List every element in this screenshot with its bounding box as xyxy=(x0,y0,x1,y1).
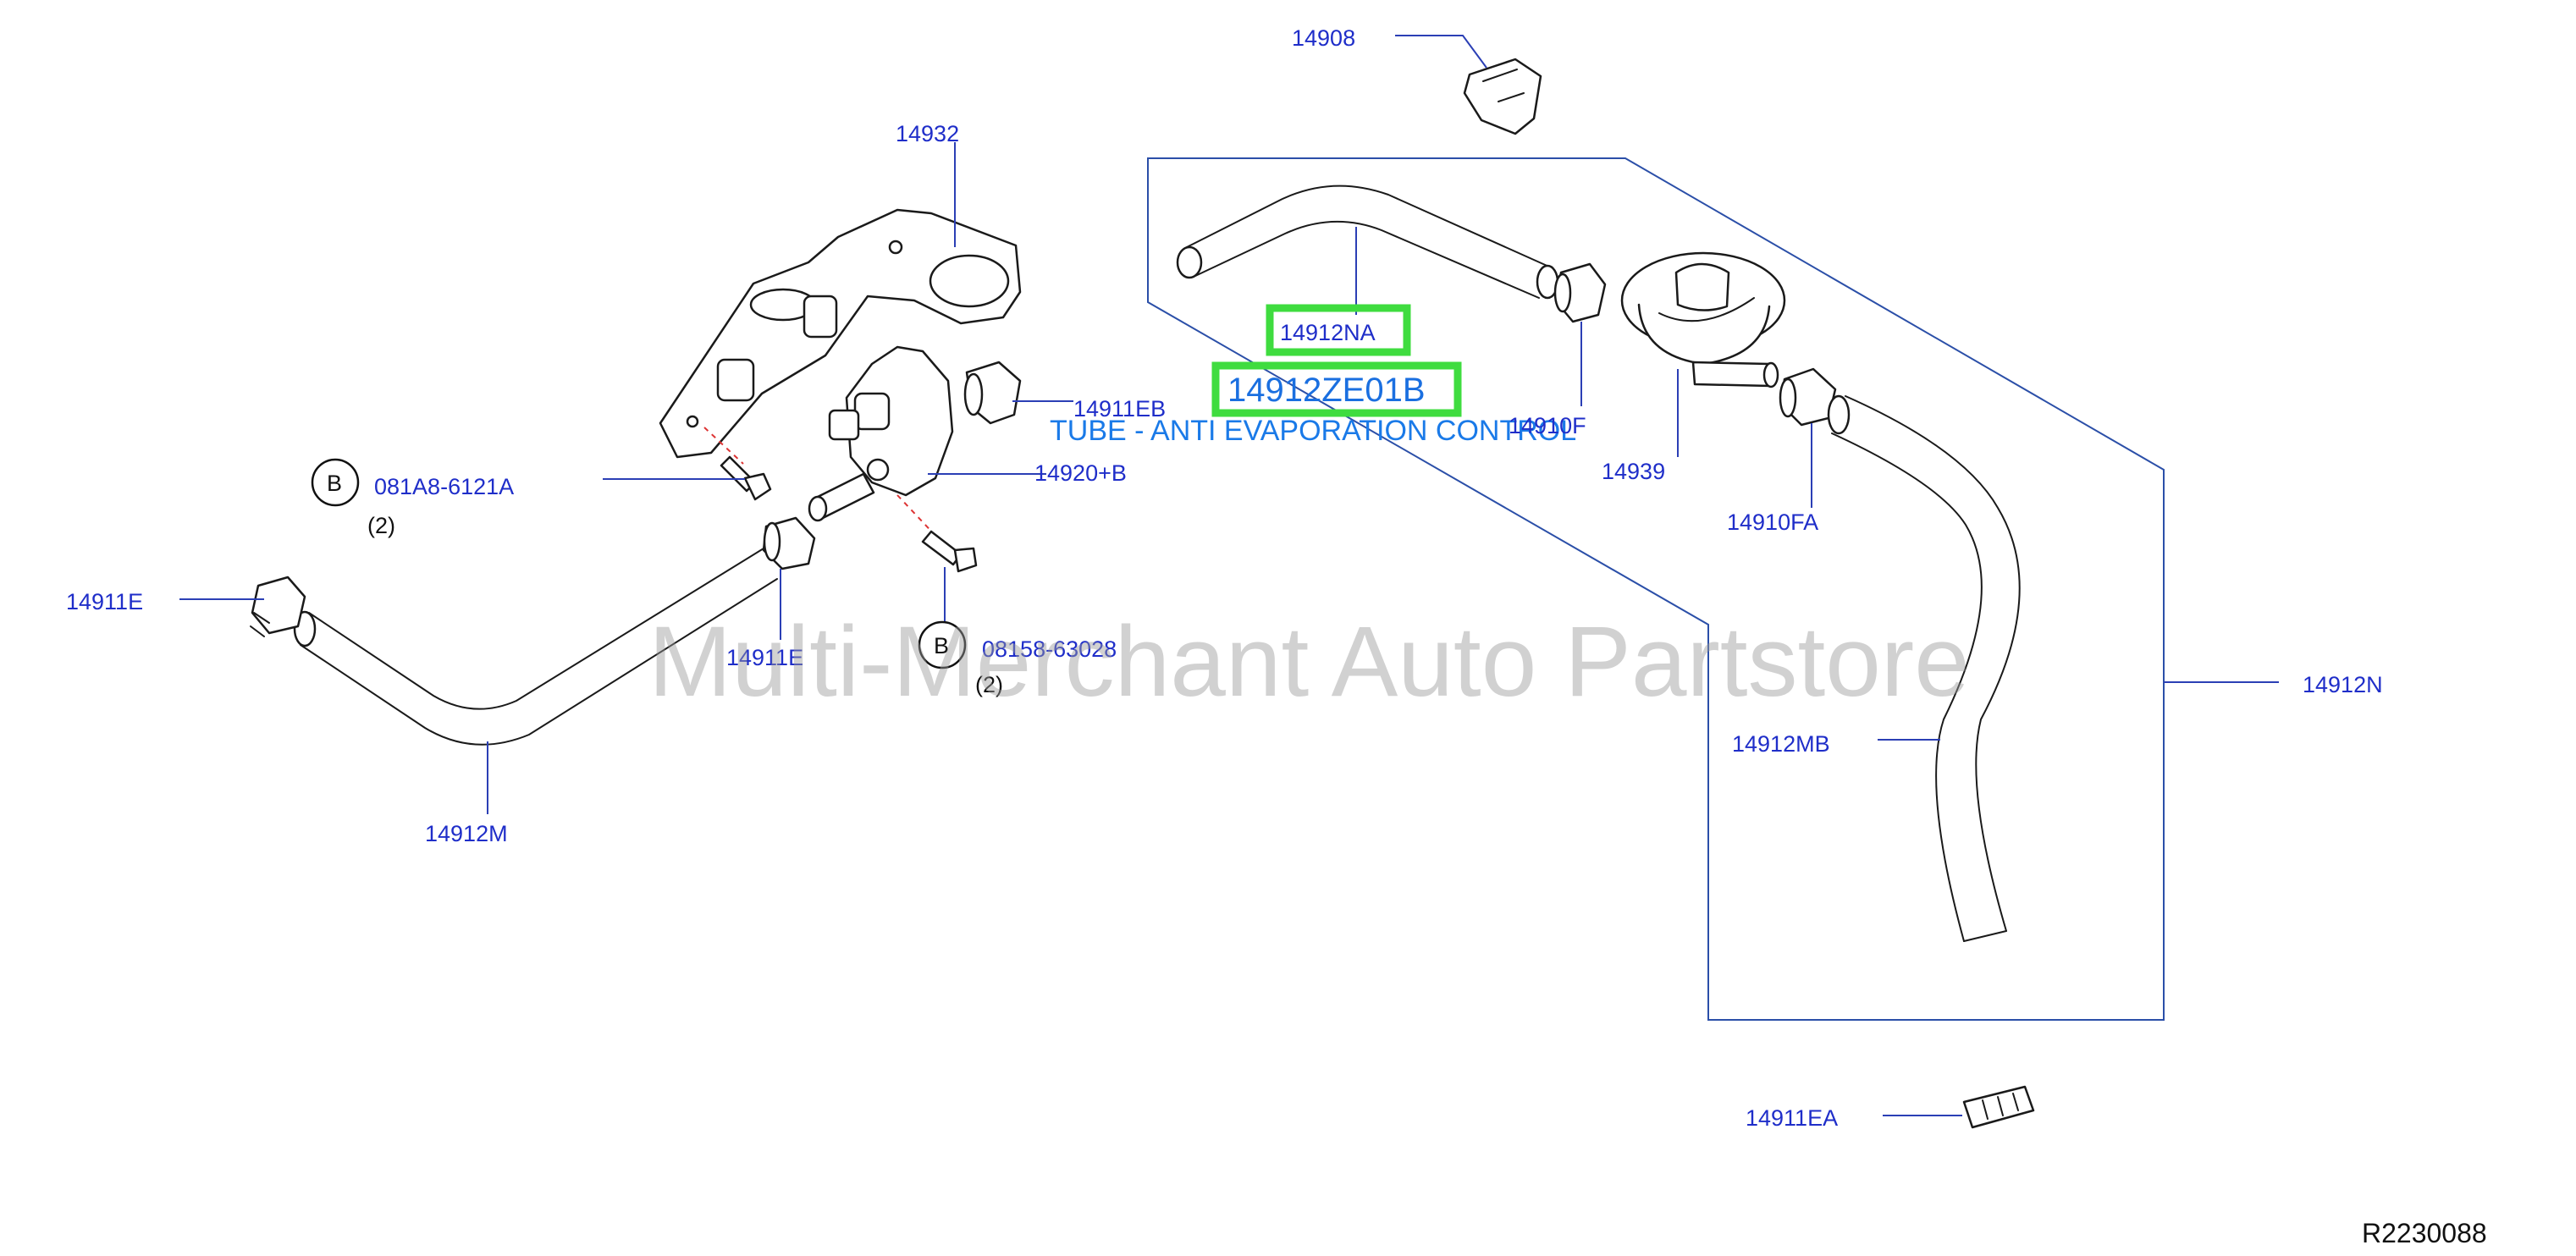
label-14911EA[interactable]: 14911EA xyxy=(1746,1105,1838,1131)
hose-14912M[interactable] xyxy=(293,548,778,746)
valve-14939[interactable] xyxy=(1620,251,1786,388)
bolt-marker-b-text: B xyxy=(934,633,949,658)
tube-14912NA[interactable] xyxy=(1176,185,1559,300)
hose-14912MB[interactable] xyxy=(1827,394,2021,942)
label-08158[interactable]: 08158-63028 xyxy=(982,636,1117,662)
bolt-marker-b xyxy=(918,620,967,669)
label-14912M[interactable]: 14912M xyxy=(425,821,508,846)
label-14912NA[interactable]: 14912NA xyxy=(1280,320,1376,345)
label-14908[interactable]: 14908 xyxy=(1292,25,1355,51)
bolt-081A8[interactable] xyxy=(703,427,772,501)
label-14939[interactable]: 14939 xyxy=(1602,459,1665,484)
clip-14911EA[interactable] xyxy=(1962,1085,2035,1129)
clip-14911E-left[interactable] xyxy=(250,576,306,637)
label-14910F[interactable]: 14910F xyxy=(1509,413,1586,438)
label-14911EB[interactable]: 14911EB xyxy=(1073,396,1166,421)
label-14912N[interactable]: 14912N xyxy=(2303,672,2383,697)
bolt-marker-a-text: B xyxy=(327,471,342,496)
highlight-box-14912NA xyxy=(1266,304,1411,356)
bolt-08158[interactable] xyxy=(896,494,978,573)
label-14920B[interactable]: 14920+B xyxy=(1034,460,1127,486)
highlight-part-code[interactable]: 14912ZE01B xyxy=(1227,372,1426,409)
label-14911E-mid[interactable]: 14911E xyxy=(726,645,803,670)
highlight-description: TUBE - ANTI EVAPORATION CONTROL xyxy=(1050,415,1576,447)
label-14910FA[interactable]: 14910FA xyxy=(1727,510,1818,535)
clip-14908[interactable] xyxy=(1463,58,1542,135)
label-14911E-left[interactable]: 14911E xyxy=(66,589,143,614)
highlight-box-part-code xyxy=(1211,361,1462,417)
clip-14910FA[interactable] xyxy=(1779,367,1837,427)
clip-14911E-mid[interactable] xyxy=(762,516,816,570)
watermark: Multi-Merchant Auto Partstore xyxy=(648,606,1970,718)
diagram-id: R2230088 xyxy=(2362,1218,2487,1248)
label-14932[interactable]: 14932 xyxy=(896,121,959,146)
leader-14908 xyxy=(1395,35,1487,69)
valve-14920B[interactable] xyxy=(808,345,954,522)
bracket-14932[interactable] xyxy=(659,208,1022,459)
clip-14911EB[interactable] xyxy=(963,361,1022,425)
assembly-outline xyxy=(1147,157,2165,1021)
label-081A8[interactable]: 081A8-6121A xyxy=(374,474,514,499)
qty-08158: (2) xyxy=(975,672,1003,697)
qty-081A8: (2) xyxy=(367,513,395,538)
clip-14910F[interactable] xyxy=(1553,262,1607,323)
label-14912MB[interactable]: 14912MB xyxy=(1732,731,1830,757)
bolt-marker-a xyxy=(311,458,360,507)
